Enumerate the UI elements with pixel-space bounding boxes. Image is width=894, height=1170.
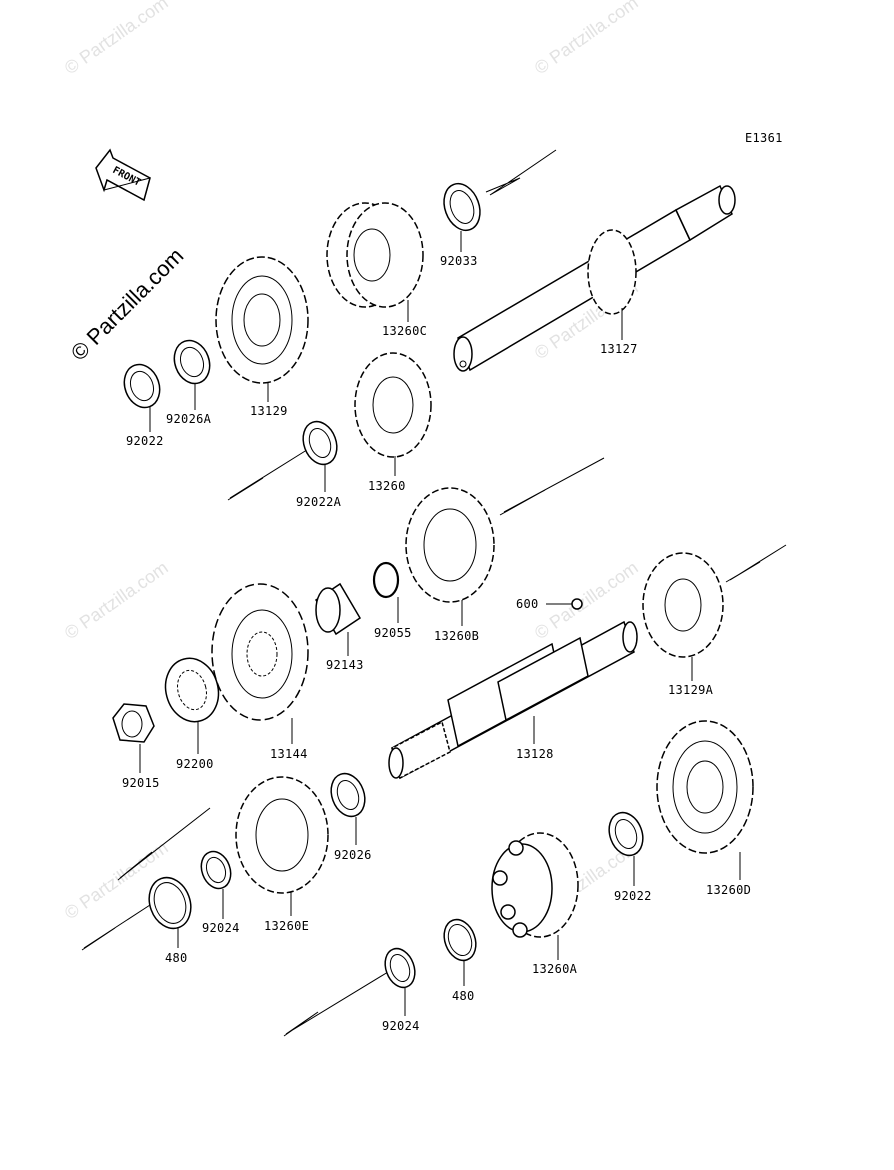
washer-92026A[interactable]	[169, 336, 216, 410]
shaft-13128[interactable]	[388, 620, 638, 780]
sprocket-13144[interactable]	[211, 583, 309, 744]
washer-92200[interactable]	[159, 652, 226, 754]
part-label: 92022A	[296, 495, 342, 509]
part-label: 13260B	[434, 629, 479, 643]
watermark-text: © Partzilla.com	[531, 0, 642, 78]
part-label: 13260D	[706, 883, 751, 897]
gear-13260A[interactable]	[491, 832, 579, 960]
nut-92015[interactable]	[112, 703, 155, 773]
part-label: 92022	[614, 889, 652, 903]
part-labels: 92033 13260C 13127 13129 92026A 92022 13…	[122, 254, 751, 1033]
part-label: 92143	[326, 658, 364, 672]
part-label: 480	[165, 951, 188, 965]
gear-13260B[interactable]	[405, 487, 495, 626]
part-label: 92033	[440, 254, 478, 268]
part-label: 13260E	[264, 919, 309, 933]
circlip-92033[interactable]	[438, 179, 486, 252]
shaft-13127[interactable]	[453, 184, 736, 372]
part-label: 13129A	[668, 683, 714, 697]
gear-13260C[interactable]	[326, 202, 424, 322]
part-label: 13260	[368, 479, 406, 493]
part-label: 13260A	[532, 962, 578, 976]
part-label: 480	[452, 989, 475, 1003]
part-label: 92026A	[166, 412, 212, 426]
part-label: 13128	[516, 747, 554, 761]
washer-92022A[interactable]	[297, 417, 342, 492]
collar-92143[interactable]	[314, 582, 362, 656]
gear-13129[interactable]	[215, 256, 309, 402]
o-ring-92055[interactable]	[372, 561, 400, 623]
watermark-text-dark: © Partzilla.com	[66, 243, 189, 366]
gear-13260[interactable]	[354, 352, 432, 476]
watermark-text: © Partzilla.com	[61, 557, 172, 643]
part-label: 13127	[600, 342, 638, 356]
part-label: 13260C	[382, 324, 427, 338]
gear-13260D[interactable]	[656, 720, 754, 880]
part-label: 92055	[374, 626, 412, 640]
part-label: 92026	[334, 848, 372, 862]
gear-13260E[interactable]	[235, 776, 329, 916]
part-label: 13129	[250, 404, 288, 418]
washer-92026[interactable]	[325, 769, 370, 845]
gear-13129A[interactable]	[642, 552, 724, 681]
part-label: 92200	[176, 757, 214, 771]
diagram-code: E1361	[745, 131, 783, 145]
washer-92022[interactable]	[119, 360, 166, 432]
ball-600[interactable]	[546, 598, 583, 610]
part-label: 600	[516, 597, 539, 611]
washer-92024-left[interactable]	[196, 847, 235, 919]
part-label: 92024	[202, 921, 240, 935]
part-label: 13144	[270, 747, 308, 761]
front-arrow-icon: FRONT	[95, 148, 151, 202]
washer-92024-bottom[interactable]	[380, 944, 420, 1016]
part-label: 92015	[122, 776, 160, 790]
circlip-480-left[interactable]	[142, 872, 197, 948]
watermark-text: © Partzilla.com	[61, 0, 172, 78]
part-label: 92022	[126, 434, 164, 448]
part-label: 92024	[382, 1019, 420, 1033]
circlip-480-right[interactable]	[439, 915, 482, 986]
washer-92022-right[interactable]	[603, 808, 648, 886]
assembly-lines	[81, 149, 787, 1037]
